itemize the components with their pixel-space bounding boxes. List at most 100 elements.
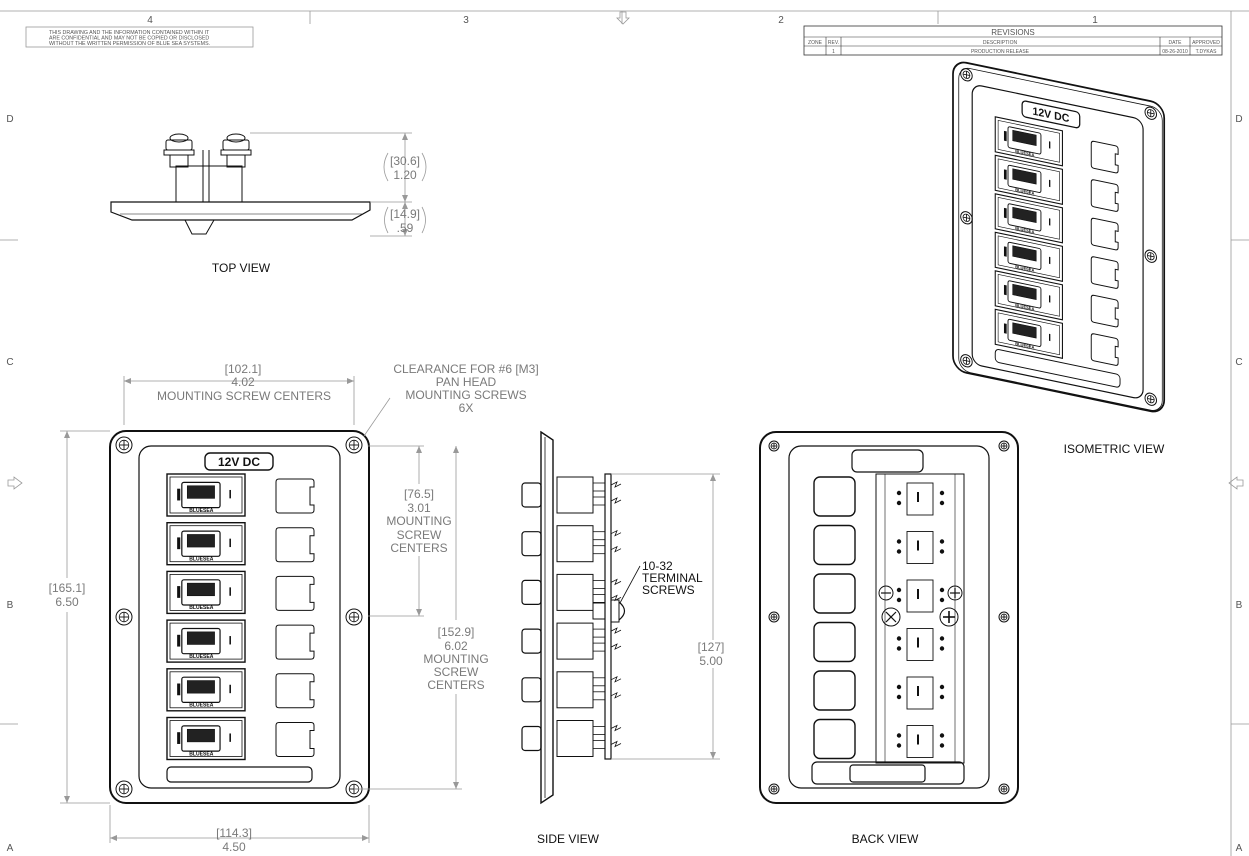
label-window-6	[275, 722, 315, 757]
side-switch-2	[521, 525, 622, 563]
rocker-inner-bezel	[997, 120, 1060, 163]
rocker-brand: BLUESEA	[1015, 341, 1034, 350]
terminal-label-2: TERMINAL	[642, 571, 703, 585]
screw-outer	[768, 440, 780, 452]
isometric-panel: 12V DC BLUESEABLUESEABLUESEABLUESEABLUES…	[952, 61, 1166, 413]
terminal-dot	[939, 500, 945, 506]
terminal-dot	[939, 539, 945, 544]
side-switch-6	[521, 720, 622, 757]
rocker-paddle	[1012, 322, 1037, 339]
rocker-bezel	[994, 308, 1063, 359]
screw-inner	[348, 439, 360, 451]
rocker-actuator	[1007, 164, 1042, 193]
terminal-dot	[939, 733, 945, 738]
terminal-label-3: SCREWS	[642, 583, 695, 597]
mounting-screw-4	[345, 608, 363, 626]
screw-inner	[1146, 395, 1155, 404]
rocker-actuator	[181, 676, 221, 704]
label-window-column	[275, 478, 315, 757]
iso-window-2	[1090, 179, 1119, 212]
iso-mounting-screws	[960, 68, 1158, 406]
rocker-paddle	[1012, 129, 1037, 146]
confidential-line-1: THIS DRAWING AND THE INFORMATION CONTAIN…	[49, 30, 210, 36]
dim-v-screw-label-3: CENTERS	[390, 541, 447, 555]
switch-terminal-upper	[592, 580, 606, 589]
terminal-screw-thread	[610, 545, 622, 553]
rocker-led	[177, 537, 181, 550]
rocker-paddle	[186, 534, 215, 548]
screw-outer	[345, 608, 363, 626]
terminal-screw-thread	[610, 691, 622, 699]
dim-v-screw2-label-2: SCREW	[434, 665, 479, 679]
rocker-led	[177, 732, 181, 744]
dim-side-in: 5.00	[699, 654, 723, 668]
iso-window-5	[1090, 294, 1119, 328]
rocker-inner-bezel	[997, 312, 1060, 356]
rocker-paddle	[186, 631, 215, 645]
rocker-mark	[1049, 179, 1051, 188]
dim-h-screw-label: MOUNTING SCREW CENTERS	[157, 389, 331, 403]
rocker-led	[1003, 323, 1007, 334]
terminal-housing	[906, 531, 934, 564]
rev-header-description: DESCRIPTION	[983, 40, 1018, 46]
back-view: BACK VIEW	[759, 431, 1019, 846]
rocker-mark	[1049, 256, 1051, 265]
rocker-paddle	[1012, 206, 1037, 224]
terminal-dot	[896, 733, 902, 738]
back-window-4	[813, 621, 856, 663]
confidential-line-3: WITHOUT THE WRITTEN PERMISSION OF BLUE S…	[49, 41, 210, 47]
rocker-led	[177, 488, 181, 501]
iso-screw-2	[1144, 106, 1158, 120]
switch-body	[556, 573, 594, 611]
dim-top-depth-mm: [14.9]	[390, 207, 420, 221]
rocker-bezel	[994, 193, 1063, 244]
terminal-screw-thread	[610, 675, 622, 683]
rocker-bezel	[166, 668, 246, 712]
isometric-view: 12V DC BLUESEABLUESEABLUESEABLUESEABLUES…	[952, 61, 1166, 456]
terminal-lug	[917, 734, 919, 745]
switch-terminal-upper	[592, 726, 606, 735]
screw-inner	[1146, 252, 1155, 261]
rocker-brand: BLUESEA	[1015, 264, 1034, 273]
positive-bus-stud	[939, 585, 963, 627]
rocker-actuator	[181, 627, 221, 655]
switch-terminal-upper	[592, 677, 606, 687]
side-switch-3	[521, 573, 622, 611]
terminal-dot	[939, 490, 945, 496]
switch-terminal-lower	[592, 642, 606, 652]
screw-inner	[348, 611, 360, 623]
iso-rocker-5: BLUESEA	[994, 270, 1063, 321]
clearance-line-1: CLEARANCE FOR #6 [M3]	[393, 362, 538, 376]
rocker-switch-1: BLUESEA	[166, 473, 246, 517]
terminal-stud-right	[220, 133, 252, 168]
col-label-1: 1	[1092, 15, 1098, 26]
rocker-led	[1003, 284, 1007, 296]
terminal-dot	[896, 587, 902, 593]
side-terminal-stud	[592, 599, 626, 623]
dim-v-screw-label-1: MOUNTING	[386, 514, 451, 528]
terminal-lug	[917, 686, 919, 696]
screw-outer	[960, 354, 973, 368]
rocker-actuator	[181, 579, 221, 606]
switch-terminal-lower	[592, 594, 606, 603]
iso-rocker-1: BLUESEA	[994, 116, 1063, 167]
rocker-brand: BLUESEA	[189, 751, 213, 757]
back-window-3	[813, 573, 856, 614]
back-window-column	[813, 476, 856, 760]
dim-v-screw-label-2: SCREW	[397, 528, 442, 542]
terminal-dot	[896, 743, 902, 748]
rocker-bezel	[994, 116, 1063, 167]
screw-outer	[115, 608, 133, 626]
switch-rocker-profile	[521, 628, 542, 654]
screw-outer	[768, 783, 780, 795]
terminal-screw-thread	[610, 643, 622, 650]
screw-inner	[1000, 613, 1008, 621]
isometric-view-label: ISOMETRIC VIEW	[1064, 442, 1165, 456]
switch-terminal-lower	[592, 740, 606, 749]
rev-cell-date: 08-26-2010	[1162, 49, 1188, 55]
rocker-bezel	[994, 154, 1063, 205]
rocker-paddle	[1012, 283, 1037, 301]
screw-outer	[345, 436, 363, 454]
terminal-screw-thread	[610, 529, 622, 537]
dim-top-height-in: 1.20	[393, 168, 417, 182]
